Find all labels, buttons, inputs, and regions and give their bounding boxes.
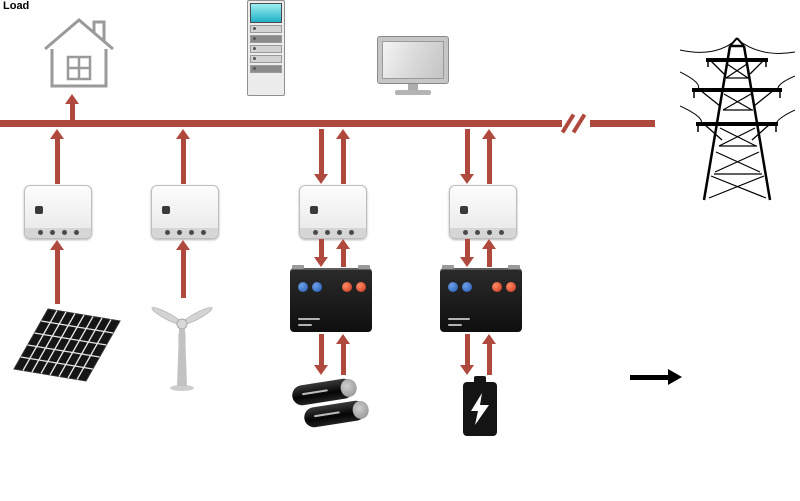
arrow-supercap-to-converter1: [336, 334, 350, 375]
arrow-wind-to-inverter: [176, 240, 190, 298]
monitor-base: [395, 90, 431, 95]
cabinet-module: [250, 25, 282, 33]
arrow-ess1-to-bus: [336, 129, 350, 184]
top-left-label: Load: [3, 0, 30, 12]
inverter-logo: [35, 206, 43, 214]
cabinet-module: [250, 65, 282, 73]
monitor-screen: [382, 41, 444, 79]
monitoring-cabinet-icon: [247, 0, 285, 96]
arrow-converter1-to-supercap: [314, 334, 328, 375]
wind-inverter: [151, 185, 219, 239]
cabinet-module: [250, 35, 282, 43]
arrow-bus-to-house: [65, 94, 79, 121]
supercapacitor-icon: [290, 376, 370, 434]
red-connector: [492, 282, 502, 292]
cabinet-module: [250, 45, 282, 53]
arrow-ess2-to-bus: [482, 129, 496, 184]
blue-connector: [448, 282, 458, 292]
cabinet-module: [250, 55, 282, 63]
ac-bus-segment-left: [0, 120, 562, 127]
inverter-logo: [460, 206, 468, 214]
monitor-neck: [408, 84, 418, 90]
cabinet-screen: [250, 3, 282, 23]
arrow-wind-inverter-to-bus: [176, 129, 190, 184]
inverter-logo: [310, 206, 318, 214]
ess-inverter-1: [299, 185, 367, 239]
arrow-bus-to-ess1: [314, 129, 328, 184]
arrow-pv-inverter-to-bus: [50, 129, 64, 184]
arrow-converter1-to-ess1: [336, 239, 350, 267]
arrow-solar-to-inverter: [50, 240, 64, 304]
arrow-converter2-to-battery: [460, 334, 474, 375]
wind-turbine-icon: [142, 294, 222, 394]
battery-body: [463, 382, 497, 436]
red-connector: [506, 282, 516, 292]
pv-inverter: [24, 185, 92, 239]
red-connector: [342, 282, 352, 292]
arrow-bus-to-ess2: [460, 129, 474, 184]
lightning-bolt-icon: [471, 393, 489, 425]
arrow-converter2-to-ess2: [482, 239, 496, 267]
battery-cell-icon: [461, 376, 499, 438]
arrow-ess1-to-converter1: [314, 239, 328, 267]
blue-connector: [312, 282, 322, 292]
arrow-ess2-to-converter2: [460, 239, 474, 267]
monitor-bezel: [377, 36, 449, 84]
ac-bus-segment-right: [590, 120, 655, 127]
flow-arrow-legend: [630, 369, 682, 385]
battery-converter-2: [440, 265, 522, 332]
battery-converter-1: [290, 265, 372, 332]
blue-connector: [462, 282, 472, 292]
transmission-tower-icon: [679, 36, 796, 206]
house-load-icon: [40, 13, 118, 93]
solar-array-icon: [12, 303, 124, 393]
ess-inverter-2: [449, 185, 517, 239]
arrow-battery-to-converter2: [482, 334, 496, 375]
inverter-logo: [162, 206, 170, 214]
monitor-icon: [377, 36, 449, 95]
battery-terminal: [474, 376, 486, 382]
red-connector: [356, 282, 366, 292]
blue-connector: [298, 282, 308, 292]
